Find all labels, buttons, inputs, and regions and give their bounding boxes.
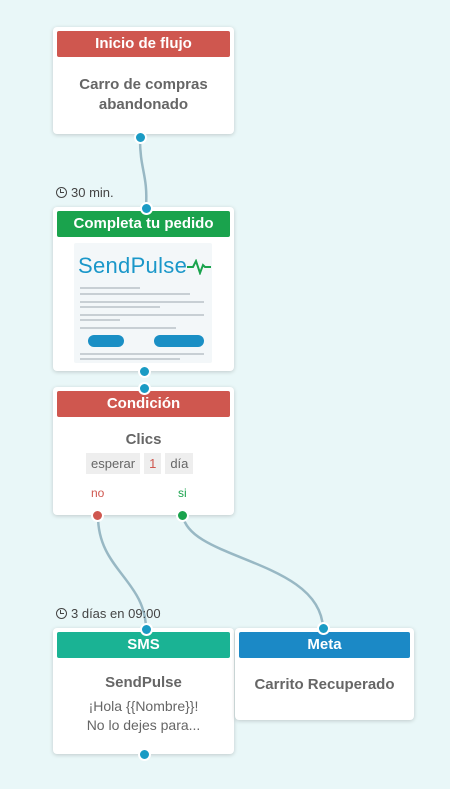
condition-node[interactable]: Condición Clics esperar 1 día no si <box>53 387 234 515</box>
start-node-line1: Carro de compras <box>79 76 208 93</box>
email-preview-line <box>80 358 180 360</box>
sms-input-port[interactable] <box>140 623 153 636</box>
condition-title: Clics <box>125 431 162 448</box>
sms-output-port[interactable] <box>138 748 151 761</box>
connector-yes-goal <box>181 515 325 629</box>
email-preview-line <box>80 327 176 329</box>
sms-delay-text: 3 días en 09:00 <box>71 606 161 621</box>
clock-icon <box>56 187 67 198</box>
branch-yes-port[interactable] <box>176 509 189 522</box>
sms-preview-text: ¡Hola {{Nombre}}! No lo dejes para... <box>53 697 234 735</box>
goal-body: Carrito Recuperado <box>254 676 395 693</box>
condition-node-header: Condición <box>57 391 230 417</box>
email-input-port[interactable] <box>140 202 153 215</box>
email-preview-line <box>80 319 120 321</box>
branch-no-port[interactable] <box>91 509 104 522</box>
goal-node-header: Meta <box>239 632 410 658</box>
wait-setting: esperar 1 día <box>86 453 194 474</box>
flow-start-node[interactable]: Inicio de flujo Carro de compras abandon… <box>53 27 234 134</box>
email-delay-text: 30 min. <box>71 185 114 200</box>
email-preview-line <box>80 301 204 303</box>
email-preview-line <box>80 314 204 316</box>
sendpulse-logo-text: SendPulse <box>78 253 188 278</box>
email-node-header: Completa tu pedido <box>57 211 230 237</box>
pulse-icon <box>187 258 212 277</box>
sms-text-line1: ¡Hola {{Nombre}}! <box>88 698 199 714</box>
clock-icon <box>56 608 67 619</box>
sms-text-line2: No lo dejes para... <box>86 717 201 733</box>
sms-node[interactable]: SMS SendPulse ¡Hola {{Nombre}}! No lo de… <box>53 628 234 754</box>
branch-no-label: no <box>91 486 105 500</box>
start-node-header: Inicio de flujo <box>57 31 230 57</box>
email-preview-line <box>80 293 190 295</box>
email-preview-line <box>80 287 140 289</box>
sendpulse-logo: SendPulse <box>78 253 212 279</box>
condition-input-port[interactable] <box>138 382 151 395</box>
email-output-port[interactable] <box>138 365 151 378</box>
email-node[interactable]: Completa tu pedido SendPulse <box>53 207 234 371</box>
start-node-line2: abandonado <box>98 96 189 113</box>
sms-node-header: SMS <box>57 632 230 658</box>
connector-start-email <box>138 138 148 208</box>
email-preview-thumbnail: SendPulse <box>74 243 212 363</box>
goal-node[interactable]: Meta Carrito Recuperado <box>235 628 414 720</box>
goal-input-port[interactable] <box>317 622 330 635</box>
email-preview-line <box>80 306 160 308</box>
email-preview-button <box>154 335 204 347</box>
sms-delay-timer: 3 días en 09:00 <box>56 606 161 621</box>
branch-yes-label: si <box>178 486 187 500</box>
start-output-port[interactable] <box>134 131 147 144</box>
connector-no-sms <box>96 515 148 631</box>
start-node-body: Carro de compras abandonado <box>53 75 234 115</box>
wait-label: esperar <box>86 453 141 474</box>
wait-value: 1 <box>144 453 162 474</box>
email-preview-button <box>88 335 124 347</box>
sms-sender: SendPulse <box>105 674 182 691</box>
email-preview-line <box>80 353 204 355</box>
email-delay-timer: 30 min. <box>56 185 114 200</box>
wait-unit: día <box>165 453 194 474</box>
